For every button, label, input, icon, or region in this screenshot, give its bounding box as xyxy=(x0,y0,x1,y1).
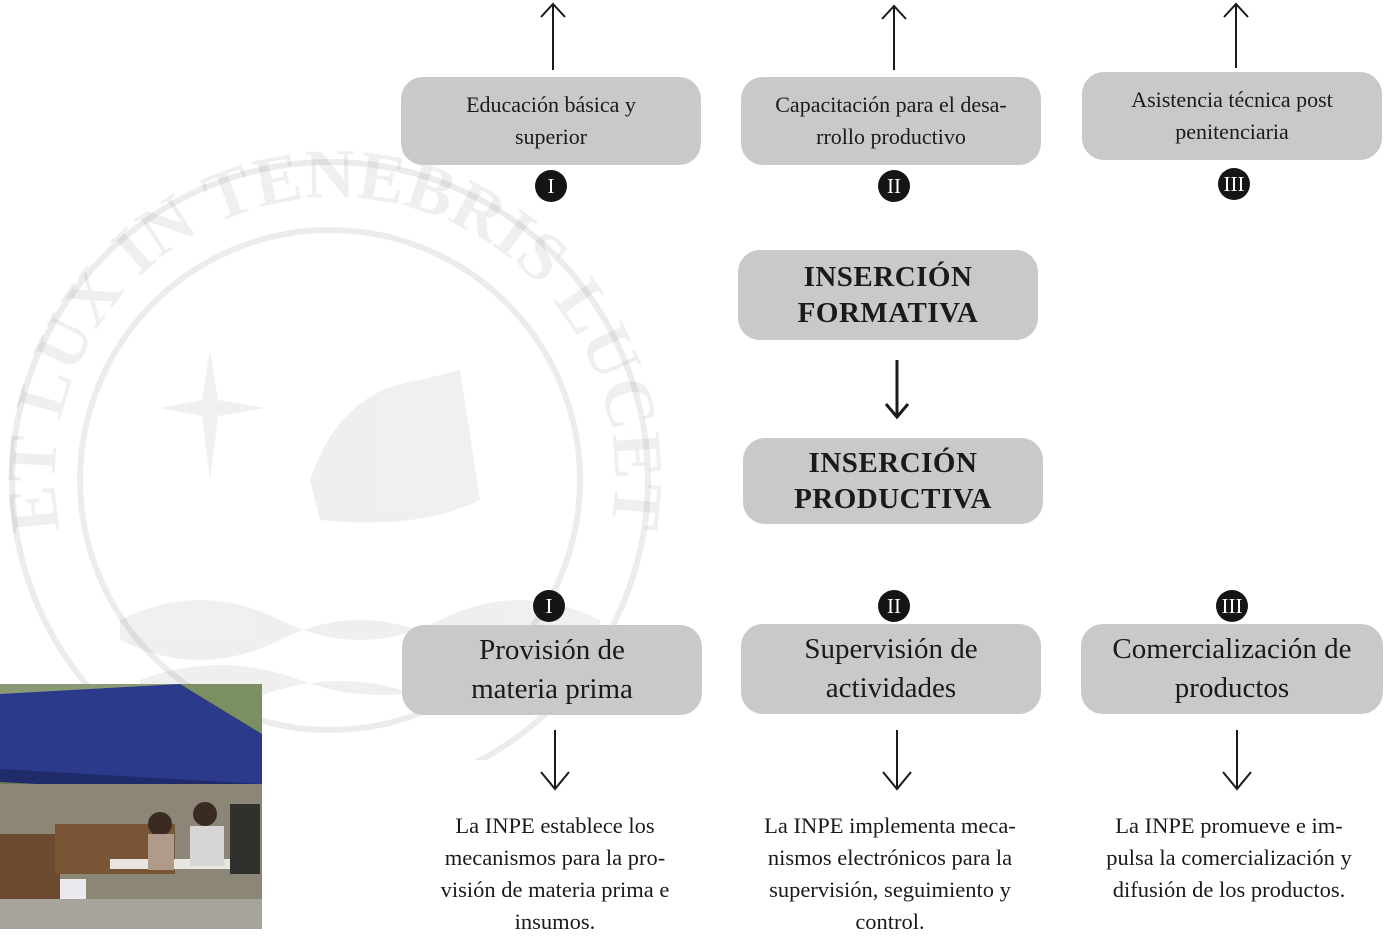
box-educacion-basica: Educación básica y superior xyxy=(401,77,701,165)
box-asistencia-label: Asistencia técnica post penitenciaria xyxy=(1131,87,1333,144)
box-capacitacion-label: Capacitación para el desa- rrollo produc… xyxy=(775,92,1007,149)
badge-bottom-3: III xyxy=(1216,590,1248,622)
comercializacion-label: Comercialización de productos xyxy=(1112,633,1352,704)
box-supervision-actividades: Supervisión de actividades xyxy=(741,624,1041,714)
provision-label: Provisión de materia prima xyxy=(471,634,633,705)
badge-bottom-2: II xyxy=(878,590,910,622)
box-asistencia-tecnica: Asistencia técnica post penitenciaria xyxy=(1082,72,1382,160)
description-provision: La INPE establece los mecanismos para la… xyxy=(440,813,670,934)
down-arrow-1 xyxy=(540,730,570,791)
insercion-productiva-label: INSERCIÓN PRODUCTIVA xyxy=(794,447,992,515)
badge-top-1: I xyxy=(535,170,567,202)
up-arrow-3 xyxy=(1223,2,1249,68)
insercion-formativa-label: INSERCIÓN FORMATIVA xyxy=(797,261,979,329)
down-arrow-2 xyxy=(882,730,912,791)
down-arrow-3 xyxy=(1222,730,1252,791)
box-provision-materia-prima: Provisión de materia prima xyxy=(402,625,702,715)
down-arrow-center xyxy=(884,360,910,420)
up-arrow-1 xyxy=(540,2,566,70)
box-educacion-label: Educación básica y superior xyxy=(466,92,636,149)
description-comercializacion: La INPE promueve e im- pulsa la comercia… xyxy=(1106,813,1352,902)
badge-top-3: III xyxy=(1218,168,1250,200)
box-insercion-formativa: INSERCIÓN FORMATIVA xyxy=(738,250,1038,340)
badge-top-2: II xyxy=(878,170,910,202)
market-stall-photo xyxy=(0,684,262,929)
box-insercion-productiva: INSERCIÓN PRODUCTIVA xyxy=(743,438,1043,524)
badge-bottom-1: I xyxy=(533,590,565,622)
box-comercializacion-productos: Comercialización de productos xyxy=(1081,624,1383,714)
supervision-label: Supervisión de actividades xyxy=(804,633,978,704)
box-capacitacion: Capacitación para el desa- rrollo produc… xyxy=(741,77,1041,165)
description-supervision: La INPE implementa meca- nismos electrón… xyxy=(764,813,1016,934)
up-arrow-2 xyxy=(881,4,907,70)
